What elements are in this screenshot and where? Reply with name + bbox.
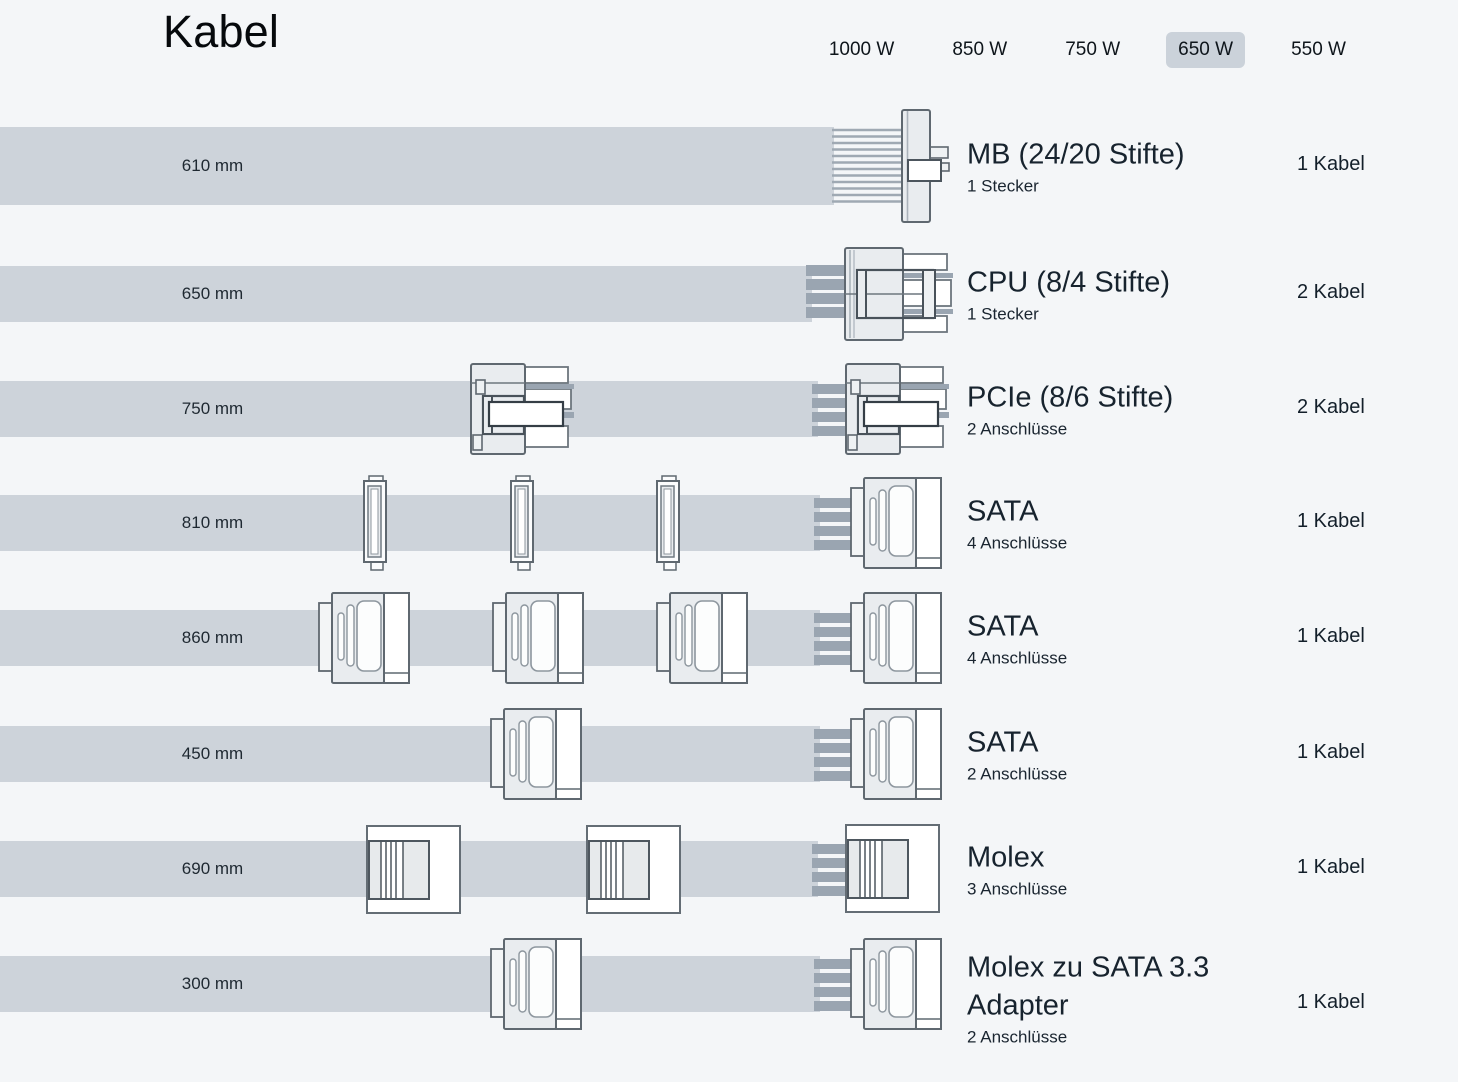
bottom-divider [0, 1082, 1458, 1090]
cable-name: SATA [967, 726, 1039, 759]
cable-name: PCIe (8/6 Stifte) [967, 381, 1174, 414]
cable-length-label: 690 mm [181, 859, 244, 878]
connector-count-label: 1 Stecker [967, 304, 1039, 324]
cable-name: SATA [967, 610, 1039, 643]
cable-count: 1 Kabel [1297, 625, 1365, 647]
cable-name-block: SATA 4 Anschlüsse [967, 608, 1252, 669]
cable-length-label: 650 mm [181, 284, 244, 303]
cable-band [0, 127, 834, 205]
tab-750w[interactable]: 750 W [1065, 39, 1121, 60]
cable-name-block: SATA 4 Anschlüsse [967, 493, 1252, 554]
cable-count: 1 Kabel [1297, 510, 1365, 532]
cable-name: Molex zu SATA 3.3 Adapter [967, 951, 1210, 1022]
cable-band [0, 495, 820, 551]
sata-connector-icon [850, 592, 942, 684]
molex-connector-icon [845, 824, 940, 913]
cable-band [0, 726, 820, 782]
cable-name-block: SATA 2 Anschlüsse [967, 724, 1252, 785]
tab-850w[interactable]: 850 W [952, 39, 1008, 60]
pcie-connector-icon [844, 362, 951, 456]
cable-count: 1 Kabel [1297, 741, 1365, 763]
cable-count: 1 Kabel [1297, 856, 1365, 878]
cable-count: 1 Kabel [1297, 991, 1365, 1013]
sata-connector-icon [850, 938, 942, 1030]
tab-1000w[interactable]: 1000 W [828, 39, 895, 60]
cable-count: 2 Kabel [1297, 281, 1365, 303]
cable-name: CPU (8/4 Stifte) [967, 266, 1171, 299]
connector-count-label: 3 Anschlüsse [967, 879, 1068, 899]
page-title: Kabel [163, 6, 280, 57]
cable-name-block: Molex 3 Anschlüsse [967, 839, 1252, 900]
cable-length-label: 750 mm [181, 399, 244, 418]
cable-name: Molex [967, 841, 1045, 874]
sata-connector-icon [850, 477, 942, 569]
cable-length-label: 450 mm [181, 744, 244, 763]
eps-cpu-connector-icon [804, 246, 955, 342]
cable-length-label: 810 mm [181, 513, 244, 532]
connector-count-label: 2 Anschlüsse [967, 419, 1068, 439]
connector-count-label: 2 Anschlüsse [967, 764, 1068, 784]
cable-band [0, 266, 812, 322]
cable-name: MB (24/20 Stifte) [967, 138, 1185, 171]
atx-24pin-connector-icon [830, 108, 951, 224]
sata-connector-icon [850, 708, 942, 800]
tab-550w[interactable]: 550 W [1291, 39, 1346, 60]
cable-length-label: 610 mm [181, 156, 244, 175]
cable-name: SATA [967, 495, 1039, 528]
cable-band [0, 956, 820, 1012]
cable-name-block: PCIe (8/6 Stifte) 2 Anschlüsse [967, 379, 1252, 440]
cable-count: 2 Kabel [1297, 396, 1365, 418]
cable-band [0, 381, 818, 437]
cable-name-block: CPU (8/4 Stifte) 1 Stecker [967, 264, 1252, 325]
cable-length-label: 300 mm [181, 974, 244, 993]
wattage-tabs: 1000 W 850 W 750 W 650 W 550 W [817, 32, 1358, 68]
cable-count: 1 Kabel [1297, 153, 1365, 175]
connector-count-label: 4 Anschlüsse [967, 533, 1068, 553]
cable-name-block: MB (24/20 Stifte) 1 Stecker [967, 136, 1252, 197]
cable-name-block: Molex zu SATA 3.3 Adapter 2 Anschlüsse [967, 949, 1252, 1048]
tab-650w[interactable]: 650 W [1166, 32, 1246, 68]
connector-count-label: 1 Stecker [967, 176, 1039, 196]
cable-length-label: 860 mm [181, 628, 244, 647]
connector-count-label: 4 Anschlüsse [967, 648, 1068, 668]
connector-count-label: 2 Anschlüsse [967, 1027, 1068, 1047]
